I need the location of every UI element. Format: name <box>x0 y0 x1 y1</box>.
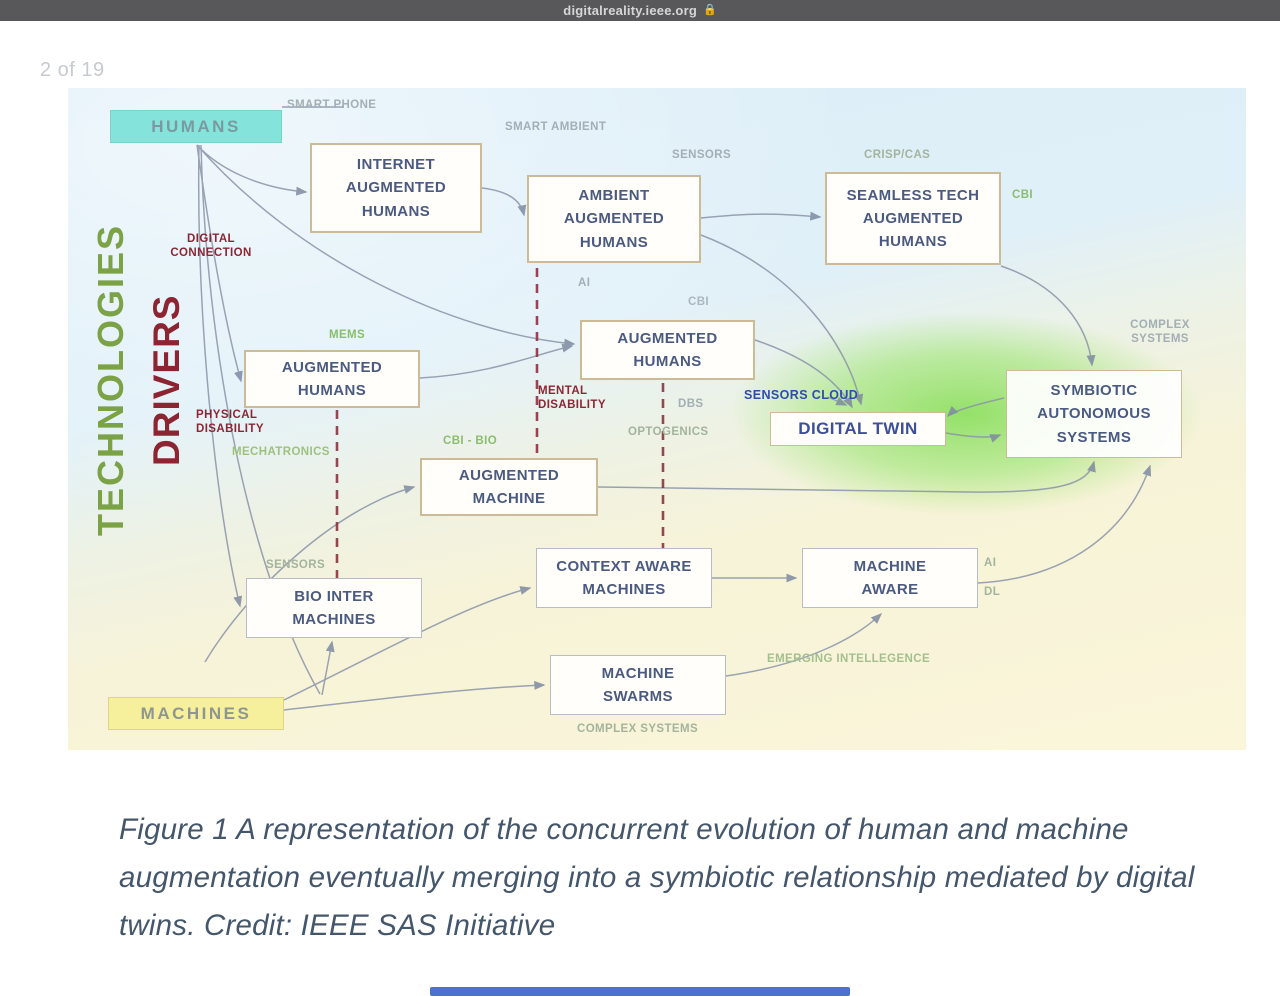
node-digital-twin: DIGITAL TWIN <box>770 412 946 446</box>
node-seamless-tech-augmented-humans: SEAMLESS TECH AUGMENTED HUMANS <box>825 172 1001 265</box>
node-ambient-augmented-humans: AMBIENT AUGMENTED HUMANS <box>527 175 701 263</box>
page-url: digitalreality.ieee.org <box>563 3 697 18</box>
label-ai-right: AI <box>984 557 997 569</box>
label-complex-systems-top: COMPLEX SYSTEMS <box>1130 319 1190 346</box>
node-symbiotic-autonomous-systems: SYMBIOTIC AUTONOMOUS SYSTEMS <box>1006 370 1182 458</box>
bottom-scrubber-bar[interactable] <box>430 987 850 996</box>
label-sensors-top: SENSORS <box>672 149 732 161</box>
label-mental-disability: MENTAL DISABILITY <box>538 385 606 412</box>
connector-arrows <box>196 106 1152 711</box>
page-indicator: 2 of 19 <box>40 59 105 81</box>
label-cbi-seamless: CBI <box>1012 189 1034 201</box>
label-complex-systems-bottom: COMPLEX SYSTEMS <box>577 723 699 735</box>
node-augmented-humans-center: AUGMENTED HUMANS <box>580 320 755 380</box>
label-cbi-bio: CBI - BIO <box>443 435 498 447</box>
label-mems: MEMS <box>329 329 366 341</box>
figure-diagram: TECHNOLOGIES DRIVERS HUMANS MACHINES INT… <box>68 88 1246 750</box>
label-physical-disability: PHYSICAL DISABILITY <box>196 409 264 436</box>
label-emerging-intellegence: EMERGING INTELLEGENCE <box>767 653 931 665</box>
node-augmented-machine: AUGMENTED MACHINE <box>420 458 598 516</box>
browser-address-bar[interactable]: digitalreality.ieee.org 🔒 <box>0 0 1280 21</box>
label-digital-connection: DIGITAL CONNECTION <box>170 233 252 260</box>
figure-caption: Figure 1 A representation of the concurr… <box>119 813 1195 943</box>
label-sensors-cloud: SENSORS CLOUD <box>744 388 859 402</box>
node-bio-inter-machines: BIO INTER MACHINES <box>246 578 422 638</box>
label-smart-ambient: SMART AMBIENT <box>505 121 607 133</box>
axis-label-technologies: TECHNOLOGIES <box>90 223 131 536</box>
label-ai-top: AI <box>578 277 591 289</box>
node-augmented-humans-left: AUGMENTED HUMANS <box>244 350 420 408</box>
label-crisp-cas: CRISP/CAS <box>864 149 931 161</box>
label-optogenics: OPTOGENICS <box>628 426 709 438</box>
axis-label-drivers: DRIVERS <box>146 294 187 466</box>
node-humans: HUMANS <box>110 110 282 143</box>
label-smart-phone: SMART PHONE <box>287 99 377 111</box>
node-machine-swarms: MACHINE SWARMS <box>550 655 726 715</box>
node-internet-augmented-humans: INTERNET AUGMENTED HUMANS <box>310 143 482 233</box>
label-cbi-center: CBI <box>688 296 710 308</box>
lock-icon: 🔒 <box>702 4 717 16</box>
label-sensors-bio: SENSORS <box>266 559 326 571</box>
node-machines: MACHINES <box>108 697 284 730</box>
node-context-aware-machines: CONTEXT AWARE MACHINES <box>536 548 712 608</box>
node-machine-aware: MACHINE AWARE <box>802 548 978 608</box>
label-dbs: DBS <box>678 398 704 410</box>
label-dl-right: DL <box>984 586 1001 598</box>
label-mechatronics: MECHATRONICS <box>232 446 330 458</box>
